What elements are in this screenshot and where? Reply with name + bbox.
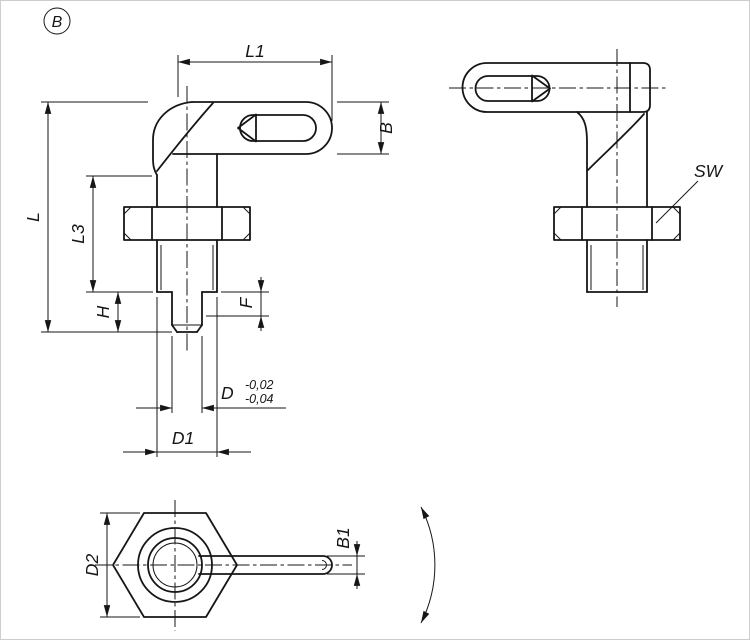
dim-label-b: B <box>376 122 396 134</box>
dim-label-l: L <box>23 212 43 222</box>
pin-circle <box>152 542 198 588</box>
dimension-h: H <box>93 292 122 332</box>
callout-sw: SW <box>655 161 724 224</box>
view-label-badge: B <box>43 7 71 35</box>
dimension-b1: B1 <box>327 527 365 589</box>
rotation-arc-arrow-icon <box>420 506 436 624</box>
collar-circle <box>137 527 213 603</box>
dimension-d: D -0,02 -0,04 <box>136 336 286 413</box>
hex-nut-side <box>553 206 681 241</box>
cam-bend-outline <box>152 101 193 208</box>
view-label-text: B <box>52 14 63 31</box>
top-view: D2 B1 <box>82 500 436 631</box>
lever-end-inner-arc <box>321 560 327 570</box>
dim-label-d-tol-upper: -0,02 <box>245 378 274 392</box>
hub-circle <box>147 537 203 593</box>
hex-nut-top <box>112 512 238 618</box>
side-cam-bend-outline <box>576 111 588 208</box>
dim-label-d: D <box>221 383 234 403</box>
dimension-f: F <box>206 277 269 331</box>
view-label-circle <box>43 7 71 35</box>
dimension-l: L <box>23 101 172 333</box>
threaded-body-side <box>586 239 648 293</box>
dim-label-d1: D1 <box>172 428 194 448</box>
cam-spiral-edge <box>156 102 214 172</box>
dim-label-f: F <box>236 296 256 308</box>
front-view: L1 B L L3 <box>23 41 396 457</box>
cam-tip-arrow-icon <box>237 113 257 143</box>
dim-label-sw: SW <box>694 161 724 181</box>
dim-label-h: H <box>93 305 113 318</box>
side-grip-slot <box>474 75 551 102</box>
side-cam-spiral-edge <box>587 113 645 171</box>
threaded-body-front <box>156 239 218 293</box>
dimension-d1: D1 <box>123 297 251 457</box>
dimension-b: B <box>337 101 396 155</box>
side-lever-outline <box>461 62 651 113</box>
side-cam-tip-arrow-icon <box>531 74 551 103</box>
dim-label-d2: D2 <box>82 554 102 577</box>
dim-label-b1: B1 <box>333 527 353 548</box>
dimension-l3: L3 <box>68 175 153 293</box>
side-view: SW <box>449 49 724 307</box>
dim-label-d-tol-lower: -0,04 <box>245 392 274 406</box>
dimension-l1: L1 <box>177 41 333 121</box>
dim-label-l1: L1 <box>245 41 264 61</box>
locking-pin <box>171 291 203 333</box>
hex-nut-front <box>123 206 251 241</box>
lever-outline <box>172 101 333 155</box>
lever-top-outline <box>198 555 333 575</box>
dim-label-l3: L3 <box>68 224 88 244</box>
dimension-d2: D2 <box>82 512 140 618</box>
grip-slot <box>239 114 317 142</box>
